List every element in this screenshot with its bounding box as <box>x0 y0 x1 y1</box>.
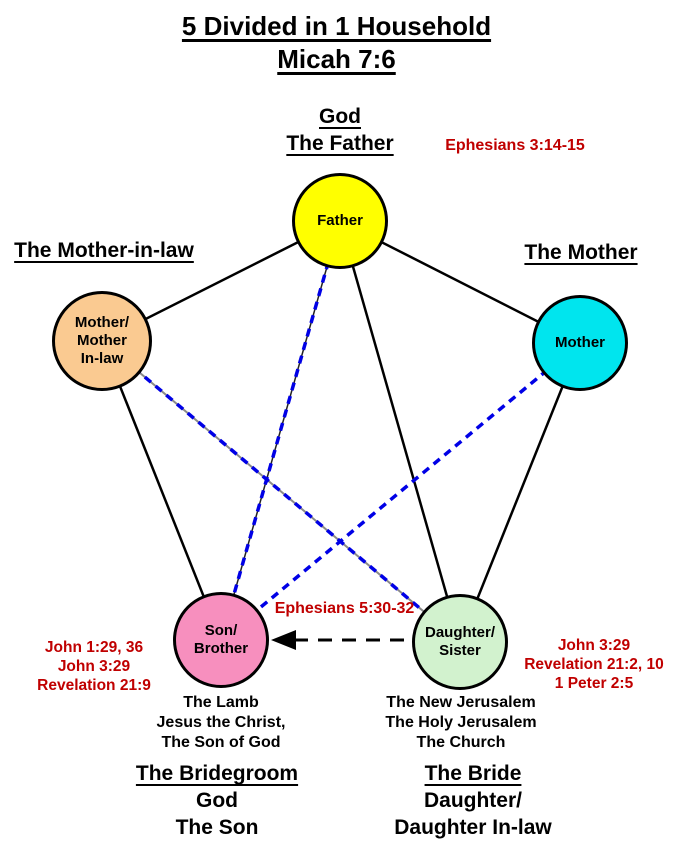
father-circle-label: Father <box>317 212 363 229</box>
father-reference: Ephesians 3:14-15 <box>445 137 585 154</box>
label-line: Mother/ <box>74 314 130 331</box>
title-block: 5 Divided in 1 Household Micah 7:6 <box>0 10 673 76</box>
label-line: Mother <box>76 332 127 349</box>
identity-line: Jesus the Christ, <box>156 714 286 731</box>
son-identity: The Lamb Jesus the Christ, The Son of Go… <box>121 693 321 753</box>
reference-line: John 1:29, 36 <box>44 639 144 656</box>
son-references: John 1:29, 36 John 3:29 Revelation 21:9 <box>8 638 180 695</box>
reference-line: John 3:29 <box>557 637 631 654</box>
mother-heading: The Mother <box>524 241 638 264</box>
line-mother-son-dashed <box>219 341 582 642</box>
identity-line: The Son of God <box>161 734 281 751</box>
page-title-line2: Micah 7:6 <box>277 44 396 74</box>
mother-circle-label: Mother <box>555 334 605 351</box>
father-heading: God The Father <box>240 103 440 157</box>
son-circle: Son/ Brother <box>173 592 269 688</box>
identity-line: The Holy Jerusalem <box>385 714 537 731</box>
reference-line: John 3:29 <box>57 658 131 675</box>
identity-line: The Church <box>416 734 506 751</box>
father-heading-line1: God <box>319 105 361 128</box>
daughter-circle: Daughter/ Sister <box>412 594 508 690</box>
son-circle-label: Son/ Brother <box>194 622 248 658</box>
daughter-references: John 3:29 Revelation 21:2, 10 1 Peter 2:… <box>506 636 673 693</box>
label-line: In-law <box>80 350 124 367</box>
label-line: Brother <box>193 640 249 657</box>
line-mother-in-law-son <box>100 340 223 641</box>
arrow-head-icon <box>271 630 296 650</box>
father-heading-line2: The Father <box>286 132 394 155</box>
label-line: Son/ <box>204 622 238 639</box>
bridegroom-subheading-line: The Son <box>175 816 259 839</box>
mother-in-law-circle: Mother/ Mother In-law <box>52 291 152 391</box>
line-mother-in-law-daughter-dashed <box>100 339 462 644</box>
label-line: Sister <box>439 642 481 659</box>
line-father-daughter <box>338 220 462 643</box>
bride-bridegroom-reference: Ephesians 5:30-32 <box>274 600 415 617</box>
daughter-circle-label: Daughter/ Sister <box>425 624 495 660</box>
bride-subheading-line: Daughter In-law <box>394 816 552 839</box>
bride-heading-block: The Bride Daughter/ Daughter In-law <box>347 760 599 841</box>
daughter-identity: The New Jerusalem The Holy Jerusalem The… <box>360 693 562 753</box>
bridegroom-subheading-line: God <box>196 789 238 812</box>
father-circle: Father <box>292 173 388 269</box>
identity-line: The New Jerusalem <box>386 694 536 711</box>
bride-heading: The Bride <box>424 762 522 785</box>
reference-line: Revelation 21:9 <box>37 677 151 694</box>
mother-circle: Mother <box>532 295 628 391</box>
line-mother-daughter <box>458 342 582 643</box>
bride-subheading-line: Daughter/ <box>423 789 522 812</box>
line-father-son-dashed <box>219 220 342 641</box>
mother-in-law-heading: The Mother-in-law <box>14 239 194 262</box>
reference-line: 1 Peter 2:5 <box>554 675 634 692</box>
bridegroom-heading-block: The Bridegroom God The Son <box>91 760 343 841</box>
reference-line: Revelation 21:2, 10 <box>524 656 664 673</box>
identity-line: The Lamb <box>183 694 259 711</box>
label-line: Daughter/ <box>424 624 495 641</box>
mother-in-law-circle-label: Mother/ Mother In-law <box>75 314 129 368</box>
bridegroom-heading: The Bridegroom <box>135 762 299 785</box>
page-title-line1: 5 Divided in 1 Household <box>181 11 492 41</box>
